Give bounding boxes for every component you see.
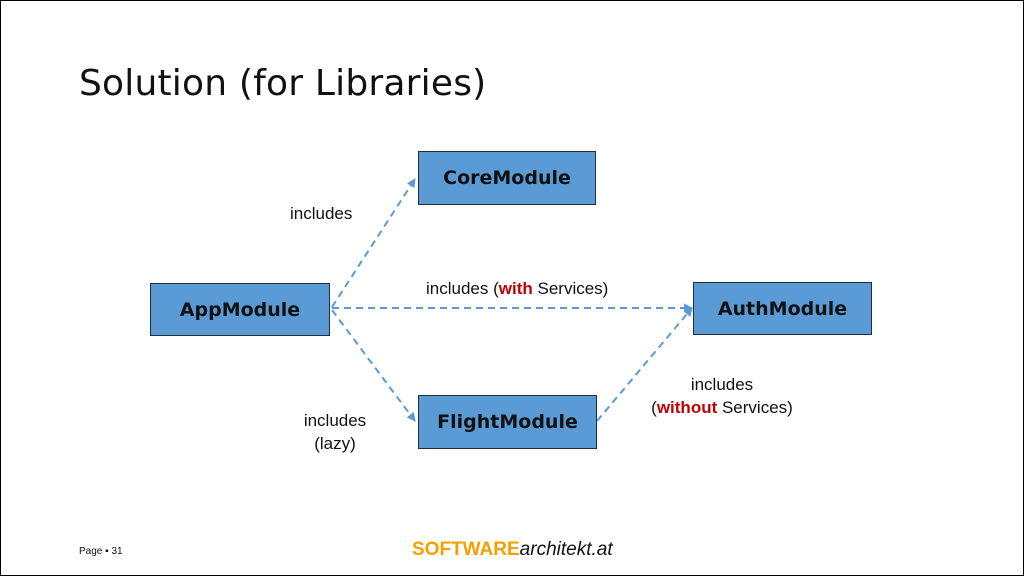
label-flight-auth-post: Services) — [717, 398, 793, 417]
label-flight-auth: includes (without Services) — [640, 373, 804, 419]
core-module-box: CoreModule — [418, 151, 596, 205]
edge-flight-auth — [596, 307, 693, 422]
label-app-flight: includes (lazy) — [299, 409, 371, 455]
label-app-flight-line1: includes — [303, 411, 367, 430]
brand-part2: architekt.at — [519, 539, 613, 560]
label-app-auth: includes (with Services) — [426, 277, 608, 300]
label-flight-auth-line1: includes — [690, 375, 754, 394]
page-separator-icon: ▪ — [105, 546, 109, 557]
edge-app-core — [331, 178, 416, 308]
label-app-flight-line2: (lazy) — [314, 434, 356, 453]
brand-logo: SOFTWAREarchitekt.at — [412, 539, 613, 561]
label-app-auth-post: Services) — [532, 279, 609, 298]
label-app-auth-highlight: with — [498, 279, 533, 298]
app-module-box: AppModule — [150, 283, 330, 336]
edge-app-flight — [331, 309, 416, 422]
page-number: Page ▪ 31 — [79, 546, 123, 557]
flight-module-box: FlightModule — [418, 395, 597, 449]
page-number-value: 31 — [111, 546, 123, 557]
label-flight-auth-line2: (without Services) — [640, 396, 804, 419]
auth-module-box: AuthModule — [693, 282, 872, 335]
label-app-auth-pre: includes ( — [426, 279, 499, 298]
label-app-core: includes — [290, 204, 353, 223]
label-flight-auth-pre: ( — [651, 398, 657, 417]
label-flight-auth-highlight: without — [656, 398, 718, 417]
page-label: Page — [79, 546, 103, 557]
slide-title: Solution (for Libraries) — [79, 63, 487, 104]
brand-part1: SOFTWARE — [412, 539, 520, 560]
